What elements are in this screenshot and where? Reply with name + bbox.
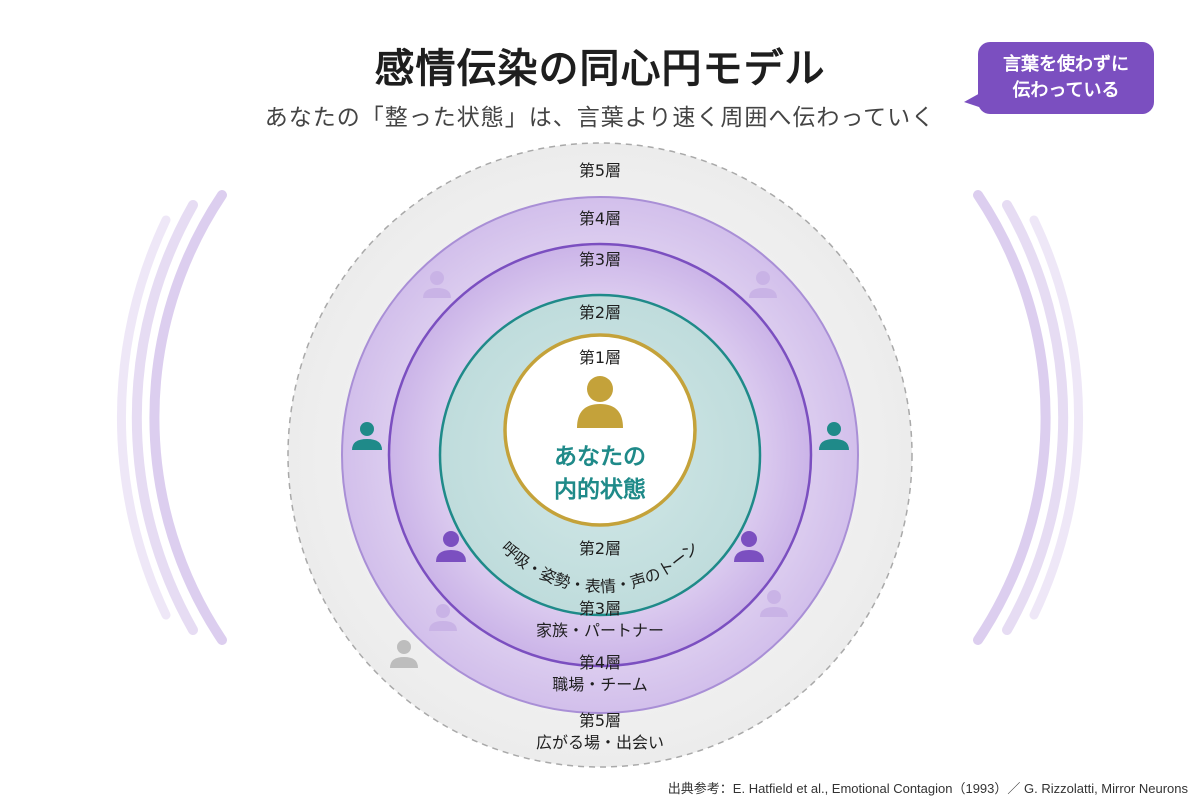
layer-3-description: 家族・パートナー — [536, 621, 664, 640]
layer-3-bottom-label: 第3層 — [579, 599, 621, 618]
layer-4-top-label: 第4層 — [579, 209, 621, 228]
person-icon — [734, 531, 764, 562]
center-label-line-1: あなたの — [554, 444, 646, 470]
layer-2-bottom-label: 第2層 — [579, 539, 621, 558]
callout-line-1: 言葉を使わずに — [1003, 54, 1129, 75]
person-icon — [436, 531, 466, 562]
layer-1-top-label: 第1層 — [579, 348, 621, 367]
page-title: 感情伝染の同心円モデル — [374, 46, 826, 92]
center-person-icon — [577, 376, 623, 428]
layer-5-top-label: 第5層 — [579, 161, 621, 180]
person-icon — [749, 271, 777, 298]
source-citation: 出典参考：E. Hatfield et al., Emotional Conta… — [667, 781, 1188, 796]
person-icon — [390, 640, 418, 668]
layer-2-top-label: 第2層 — [579, 303, 621, 322]
layer-5-description: 広がる場・出会い — [536, 733, 664, 752]
callout-line-2: 伝わっている — [1012, 80, 1120, 101]
callout-bubble: 言葉を使わずに 伝わっている — [964, 42, 1154, 114]
layer-3-top-label: 第3層 — [579, 250, 621, 269]
person-icon — [352, 422, 382, 450]
layer-5-bottom-label: 第5層 — [579, 711, 621, 730]
center-label-line-2: 内的状態 — [554, 476, 646, 503]
person-icon — [760, 590, 788, 617]
layer-4-description: 職場・チーム — [552, 675, 648, 694]
layer-4-bottom-label: 第4層 — [579, 653, 621, 672]
person-icon — [819, 422, 849, 450]
wave-arcs — [117, 190, 1083, 645]
ring-layer-1 — [503, 333, 697, 527]
page-subtitle: あなたの「整った状態」は、言葉より速く周囲へ伝わっていく — [264, 105, 936, 131]
person-icon — [423, 271, 451, 298]
person-icon — [429, 604, 457, 631]
